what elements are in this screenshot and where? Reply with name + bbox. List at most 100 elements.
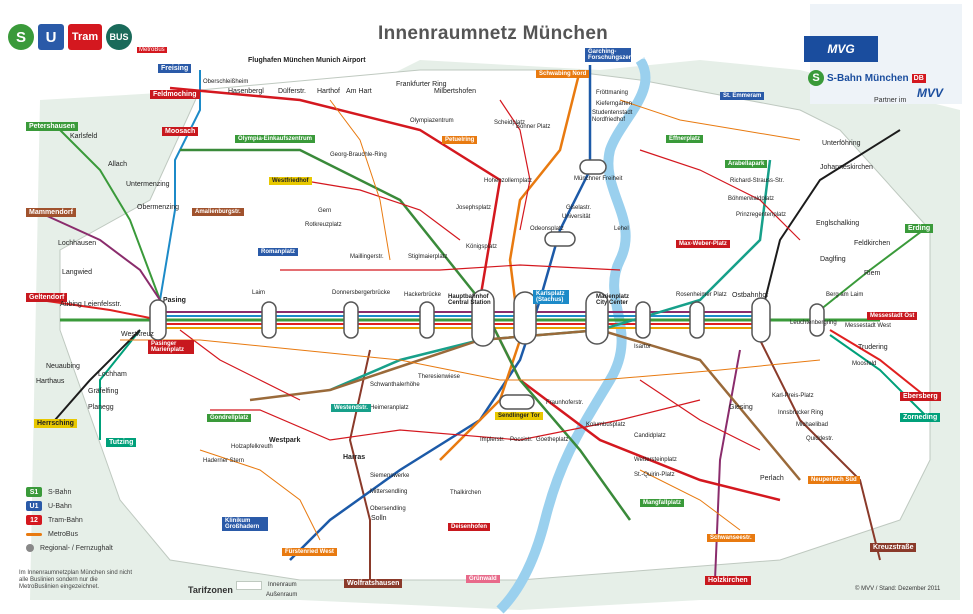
station-thalkirchen[interactable]: Thalkirchen <box>450 490 482 496</box>
station-englschalking[interactable]: Englschalking <box>816 220 860 227</box>
station-unterfoehring[interactable]: Unterföhring <box>822 140 861 147</box>
station-harthof[interactable]: Harthof <box>317 88 340 95</box>
station-gondrellplatz[interactable]: Gondrellplatz <box>207 414 252 422</box>
station-schwanseestr[interactable]: Schwanseestr. <box>707 534 755 542</box>
station-am-hart[interactable]: Am Hart <box>346 88 372 95</box>
station-georg-brauchle-ring[interactable]: Georg-Brauchle-Ring <box>330 152 387 158</box>
station-solln[interactable]: Solln <box>371 515 387 522</box>
station-planegg[interactable]: Planegg <box>88 404 114 411</box>
station-rosenheimer-platz[interactable]: Rosenheimer Platz <box>676 292 727 298</box>
station-perlach[interactable]: Perlach <box>760 475 784 482</box>
station-deisenhofen[interactable]: Deisenhofen <box>448 523 491 531</box>
station-prinzregentenplatz[interactable]: Prinzregentenplatz <box>736 212 787 218</box>
station-herrsching[interactable]: Herrsching <box>34 419 77 428</box>
station-mangfallplatz[interactable]: Mangfallplatz <box>640 499 685 507</box>
station-hasenbergl[interactable]: Hasenbergl <box>228 88 264 95</box>
station-ebersberg[interactable]: Ebersberg <box>900 392 941 401</box>
station-milbertshofen[interactable]: Milbertshofen <box>434 88 477 95</box>
station-siemenswerke[interactable]: Siemenswerke <box>370 473 410 479</box>
station-quiddestr[interactable]: Quiddestr. <box>806 436 834 442</box>
station-karlsplatz[interactable]: Karlsplatz (Stachus) <box>533 290 569 304</box>
station-giselastr[interactable]: Giselastr. <box>566 205 592 211</box>
station-karlsfeld[interactable]: Karlsfeld <box>70 133 98 140</box>
station-schwanthalerhoehe[interactable]: Schwanthalerhöhe <box>370 382 420 388</box>
station-effnerplatz[interactable]: Effnerplatz <box>666 135 704 143</box>
station-gern[interactable]: Gern <box>318 208 332 214</box>
station-petuelring[interactable]: Petuelring <box>442 136 478 144</box>
station-erding[interactable]: Erding <box>905 224 934 233</box>
station-st-quirin-platz[interactable]: St.-Quirin-Platz <box>634 472 675 478</box>
station-implerstr[interactable]: Implerstr. <box>480 437 505 443</box>
station-koenigsplatz[interactable]: Königsplatz <box>466 244 498 250</box>
station-berg-am-laim[interactable]: Berg am Laim <box>826 292 864 298</box>
station-max-weber-platz[interactable]: Max-Weber-Platz <box>676 240 730 248</box>
station-moosach[interactable]: Moosach <box>162 127 199 136</box>
station-studentenstadt[interactable]: Studentenstadt <box>592 110 633 116</box>
station-pasing[interactable]: Pasing <box>163 297 186 304</box>
station-goetheplatz[interactable]: Goetheplatz <box>536 437 569 443</box>
station-romanplatz[interactable]: Romanplatz <box>258 248 299 256</box>
station-scheidplatz[interactable]: Scheidplatz <box>494 120 526 126</box>
station-odeonsplatz[interactable]: Odeonsplatz <box>530 226 564 232</box>
station-fuerstenried-west[interactable]: Fürstenried West <box>282 548 337 556</box>
station-graefelfing[interactable]: Gräfelfing <box>88 388 119 395</box>
station-neuaubing[interactable]: Neuaubing <box>46 363 80 370</box>
station-mammendorf[interactable]: Mammendorf <box>26 208 76 217</box>
station-wolfratshausen[interactable]: Wolfratshausen <box>344 579 403 588</box>
station-harras[interactable]: Harras <box>343 454 366 461</box>
station-holzkirchen[interactable]: Holzkirchen <box>705 576 751 585</box>
station-holzapfelkreuth[interactable]: Holzapfelkreuth <box>231 444 273 450</box>
station-langwied[interactable]: Langwied <box>62 269 92 276</box>
station-untermenzing[interactable]: Untermenzing <box>126 181 170 188</box>
station-candidplatz[interactable]: Candidplatz <box>634 433 666 439</box>
station-fraunhoferstr[interactable]: Fraunhoferstr. <box>546 400 584 406</box>
station-daglfing[interactable]: Daglfing <box>820 256 846 263</box>
station-froettmaning[interactable]: Fröttmaning <box>596 90 629 96</box>
station-st-emmeram[interactable]: St. Emmeram <box>720 92 765 100</box>
station-amalienburgstr[interactable]: Amalienburgstr. <box>192 208 244 216</box>
station-olympia-einkaufszentrum[interactable]: Olympia-Einkaufszentrum <box>235 135 316 143</box>
station-tutzing[interactable]: Tutzing <box>106 438 137 447</box>
station-ostbahnhof[interactable]: Ostbahnhof <box>732 292 769 299</box>
station-geltendorf[interactable]: Geltendorf <box>26 293 68 302</box>
station-giesing[interactable]: Giesing <box>729 404 753 411</box>
station-maillingerstr[interactable]: Maillingerstr. <box>350 254 384 260</box>
station-wettersteinplatz[interactable]: Wettersteinplatz <box>634 457 677 463</box>
station-harthaus[interactable]: Harthaus <box>36 378 65 385</box>
station-lochham[interactable]: Lochham <box>98 371 127 378</box>
station-freising[interactable]: Freising <box>158 64 192 73</box>
station-allach[interactable]: Allach <box>108 161 128 168</box>
station-arabellapark[interactable]: Arabellapark <box>725 160 768 168</box>
station-trudering[interactable]: Trudering <box>858 344 888 351</box>
station-flughafen[interactable]: Flughafen München Munich Airport <box>248 57 366 64</box>
station-kreuzstrasse[interactable]: Kreuzstraße <box>870 543 917 552</box>
station-lehel[interactable]: Lehel <box>614 226 629 232</box>
station-pasinger-marienplatz[interactable]: Pasinger Marienplatz <box>148 340 194 354</box>
station-klinikum-grosshadern[interactable]: Klinikum Großhadern <box>222 517 268 531</box>
station-garching[interactable]: Garching-Forschungszentrum <box>585 48 646 62</box>
station-feldkirchen[interactable]: Feldkirchen <box>854 240 891 247</box>
station-bonner-platz[interactable]: Bonner Platz <box>516 124 551 130</box>
station-zorneding[interactable]: Zorneding <box>900 413 941 422</box>
station-westpark[interactable]: Westpark <box>269 437 301 444</box>
station-sendlinger-tor[interactable]: Sendlinger Tor <box>495 412 543 420</box>
station-oberschleissheim[interactable]: Oberschleißheim <box>203 79 249 85</box>
station-moosfeld[interactable]: Moosfeld <box>852 361 877 367</box>
station-muenchner-freiheit[interactable]: Münchner Freiheit <box>574 176 623 182</box>
station-hauptbahnhof[interactable]: Hauptbahnhof Central Station <box>448 294 491 306</box>
station-obersendling[interactable]: Obersendling <box>370 506 406 512</box>
station-isartor[interactable]: Isartor <box>634 344 652 350</box>
station-heimeranplatz[interactable]: Heimeranplatz <box>370 405 409 411</box>
station-universitaet[interactable]: Universität <box>562 214 591 220</box>
station-westkreuz[interactable]: Westkreuz <box>121 331 154 338</box>
station-poccistr[interactable]: Poccistr. <box>510 437 533 443</box>
station-laim[interactable]: Laim <box>252 290 266 296</box>
station-schwabing-nord[interactable]: Schwabing Nord <box>536 70 590 78</box>
station-boehmerwaldplatz[interactable]: Böhmerwaldplatz <box>728 196 775 202</box>
station-leuchtenbergring[interactable]: Leuchtenbergring <box>790 320 837 326</box>
station-neuperlach-sued[interactable]: Neuperlach Süd <box>808 476 860 484</box>
station-mittersendling[interactable]: Mittersendling <box>370 489 408 495</box>
station-messestadt-ost[interactable]: Messestadt Ost <box>867 312 918 320</box>
station-michaelibad[interactable]: Michaelibad <box>796 422 829 428</box>
